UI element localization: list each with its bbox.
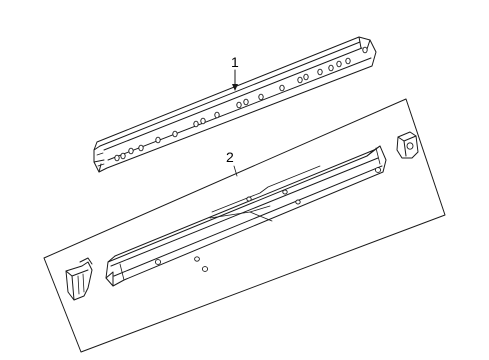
bracket-lower-left [65,257,93,301]
callout-1-label: 1 [231,54,239,70]
rail-holes [114,46,368,162]
callout-2-label: 2 [226,149,234,165]
bracket-upper-right [396,131,419,159]
assembly-box [43,98,446,353]
sill-holes [154,167,382,272]
callout-1: 1 [231,54,239,91]
callout-2: 2 [226,149,238,177]
rocker-panel-rail [93,36,377,173]
sill-reinforcement [105,145,387,287]
